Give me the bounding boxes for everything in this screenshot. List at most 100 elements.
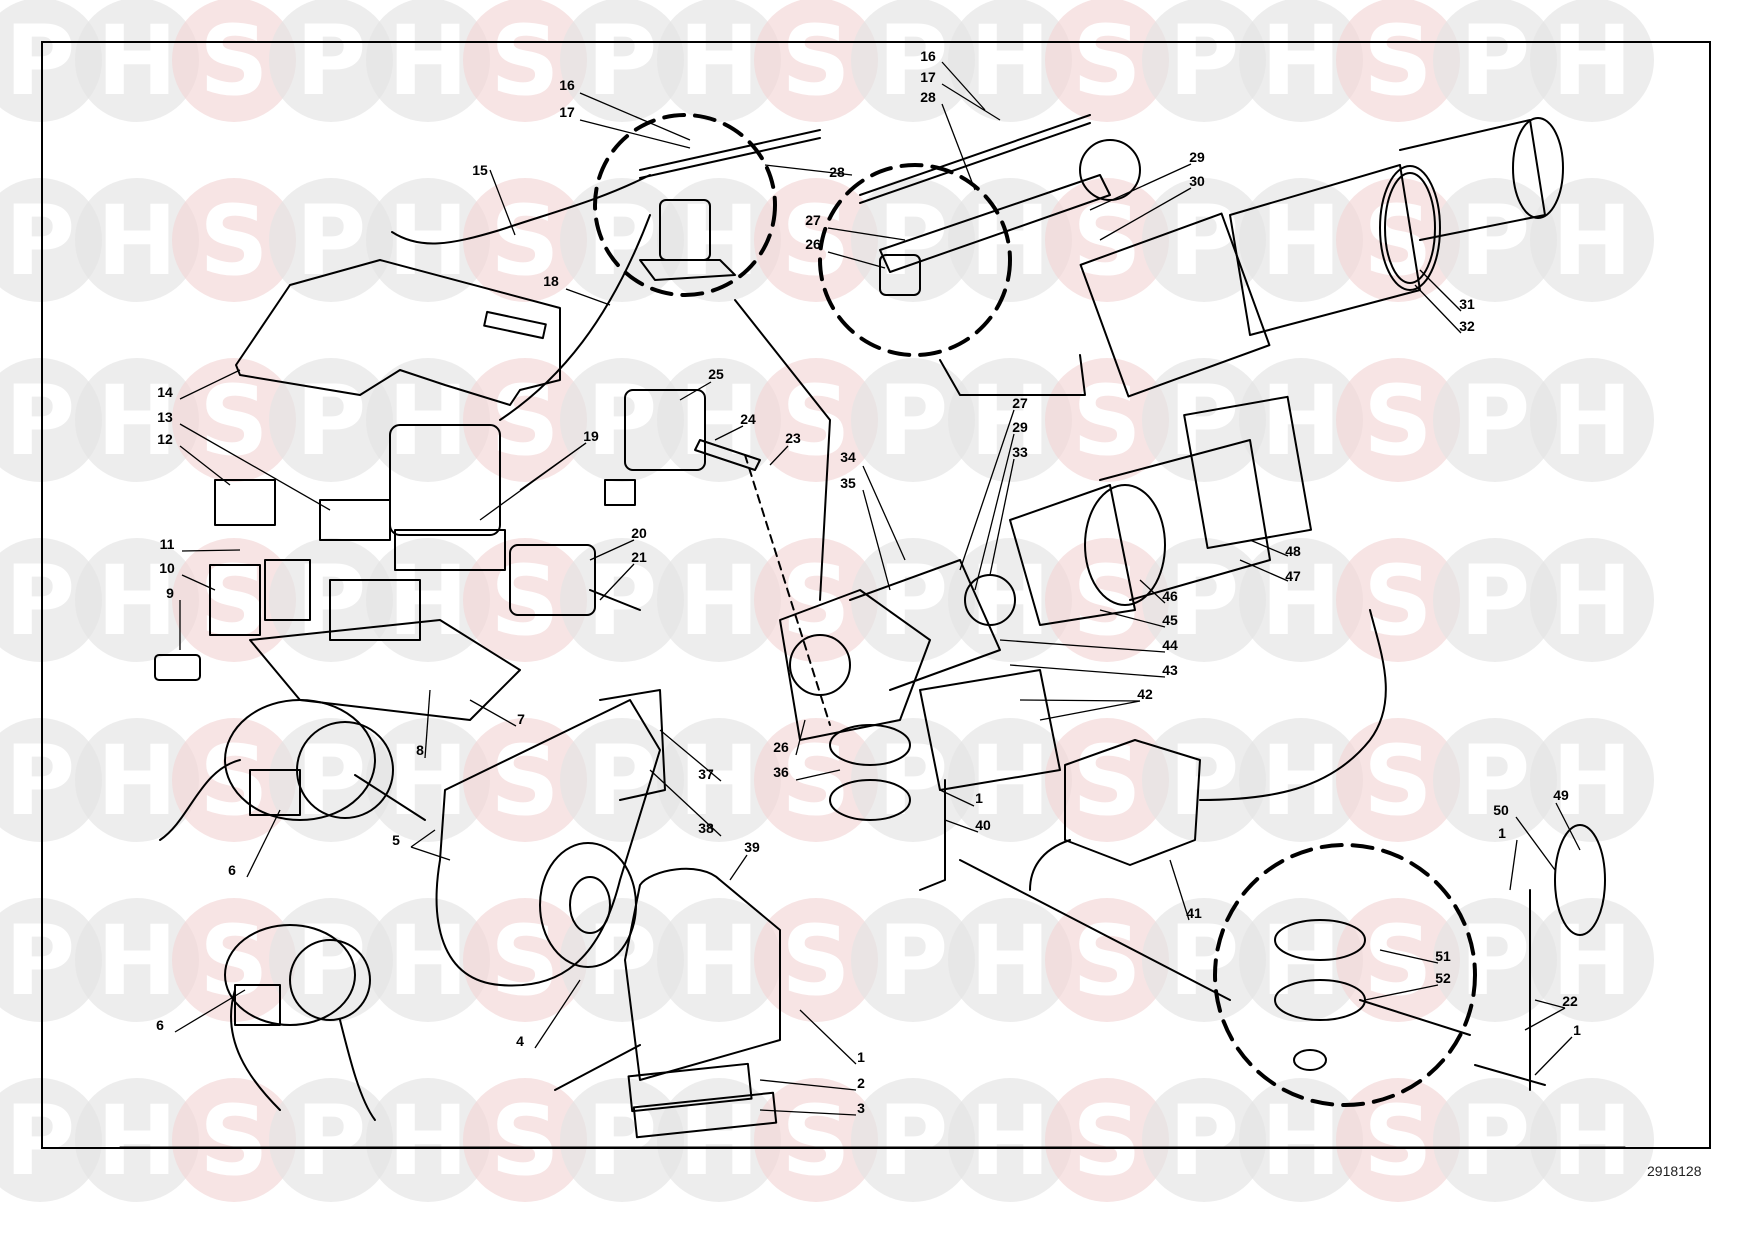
watermark-tile: P [851, 358, 975, 482]
watermark-tile: H [657, 538, 781, 662]
callout-c46: 46 [1162, 588, 1178, 604]
watermark-tile: S [754, 718, 878, 842]
watermark-letter: H [1552, 1085, 1632, 1197]
watermark-tile: P [269, 178, 393, 302]
callout-c16b: 16 [920, 48, 936, 64]
watermark-letter: H [970, 545, 1050, 657]
callout-c33: 33 [1012, 444, 1028, 460]
watermark-letter: P [587, 1085, 657, 1197]
watermark-tile: S [1336, 718, 1460, 842]
watermark-tile: P [0, 538, 102, 662]
watermark-tile: S [754, 358, 878, 482]
callout-c23: 23 [785, 430, 801, 446]
pump-nipple [589, 589, 641, 611]
watermark-tile: S [1045, 718, 1169, 842]
callout-c2: 2 [857, 1075, 865, 1091]
clamp-ring [1384, 172, 1436, 284]
detail-circle-nozzle-holder-right [818, 163, 1012, 357]
watermark-tile: P [1142, 178, 1266, 302]
watermark-letter: S [490, 1085, 559, 1197]
damper-disc [1274, 979, 1366, 1021]
watermark-tile: P [1142, 358, 1266, 482]
callout-c28a: 28 [829, 164, 845, 180]
damper-wheel [1554, 824, 1606, 936]
watermark-tile: S [1336, 358, 1460, 482]
watermark-letter: P [878, 5, 948, 117]
callout-c34: 34 [840, 449, 856, 465]
watermark-letter: H [97, 725, 177, 837]
callout-c20: 20 [631, 525, 647, 541]
watermark-tile: P [1433, 178, 1557, 302]
watermark-letter: H [97, 5, 177, 117]
watermark-letter: S [1363, 1085, 1432, 1197]
watermark-letter: S [199, 5, 268, 117]
cover-display-window [483, 310, 547, 340]
watermark-letter: P [1460, 365, 1530, 477]
watermark-letter: H [1552, 365, 1632, 477]
watermark-tile: P [560, 898, 684, 1022]
watermark-letter: P [5, 365, 75, 477]
nozzle-holder-block [659, 199, 711, 261]
motor-flange [296, 721, 394, 819]
callout-c3: 3 [857, 1100, 865, 1116]
electrode-rod [859, 122, 1091, 204]
watermark-tile: H [1530, 178, 1654, 302]
watermark-tile: H [366, 0, 490, 122]
callout-c1d: 1 [857, 1049, 865, 1065]
watermark-tile: H [948, 898, 1072, 1022]
watermark-tile: H [657, 1078, 781, 1202]
watermark-letter: H [1552, 545, 1632, 657]
callout-c27a: 27 [805, 212, 821, 228]
callout-c45: 45 [1162, 612, 1178, 628]
electric-motor [224, 699, 376, 821]
callout-c41: 41 [1186, 905, 1202, 921]
watermark-letter: H [388, 5, 468, 117]
watermark-letter: H [388, 365, 468, 477]
watermark-tile: H [75, 718, 199, 842]
callout-c49: 49 [1553, 787, 1569, 803]
watermark-letter: S [490, 5, 559, 117]
callout-c1a: 1 [975, 790, 983, 806]
connector-line [939, 354, 1086, 396]
callout-c52: 52 [1435, 970, 1451, 986]
mounting-flange [1079, 212, 1271, 398]
watermark-tile: H [1530, 358, 1654, 482]
callout-c1b: 1 [1498, 825, 1506, 841]
watermark-tile: S [463, 178, 587, 302]
diffuser-disc [1079, 139, 1141, 201]
watermark-letter: S [1072, 545, 1141, 657]
head-cone-end [1084, 484, 1166, 606]
watermark-letter: P [587, 5, 657, 117]
watermark-tile: H [75, 178, 199, 302]
electrode-rod [639, 129, 821, 171]
watermark-tile: H [75, 358, 199, 482]
diagram-frame [41, 41, 1711, 1149]
callout-c50: 50 [1493, 802, 1509, 818]
watermark-letter: S [1072, 725, 1141, 837]
watermark-letter: P [5, 905, 75, 1017]
mounting-plate [249, 619, 521, 721]
watermark-tile: S [463, 718, 587, 842]
callout-c35: 35 [840, 475, 856, 491]
linkage-rod [919, 779, 946, 891]
watermark-tile: H [1239, 178, 1363, 302]
callout-c16a: 16 [559, 77, 575, 93]
damper-cap [1293, 1049, 1327, 1071]
watermark-letter: H [1261, 725, 1341, 837]
connector-line [959, 859, 1231, 1001]
watermark-letter: P [1169, 1085, 1239, 1197]
head-cone [1009, 484, 1136, 626]
detail-circle-nozzle-holder-left [593, 113, 777, 297]
callout-c7: 7 [517, 711, 525, 727]
watermark-letter: P [587, 365, 657, 477]
contactor [209, 564, 261, 636]
electrode-rod [639, 137, 821, 179]
callout-c4: 4 [516, 1033, 524, 1049]
watermark-tile: S [172, 1078, 296, 1202]
watermark-tile: S [172, 178, 296, 302]
motor-terminal-box [234, 984, 281, 1026]
watermark-tile: H [1239, 718, 1363, 842]
flange-bore [789, 634, 851, 696]
watermark-tile: P [0, 178, 102, 302]
watermark-letter: P [296, 725, 366, 837]
